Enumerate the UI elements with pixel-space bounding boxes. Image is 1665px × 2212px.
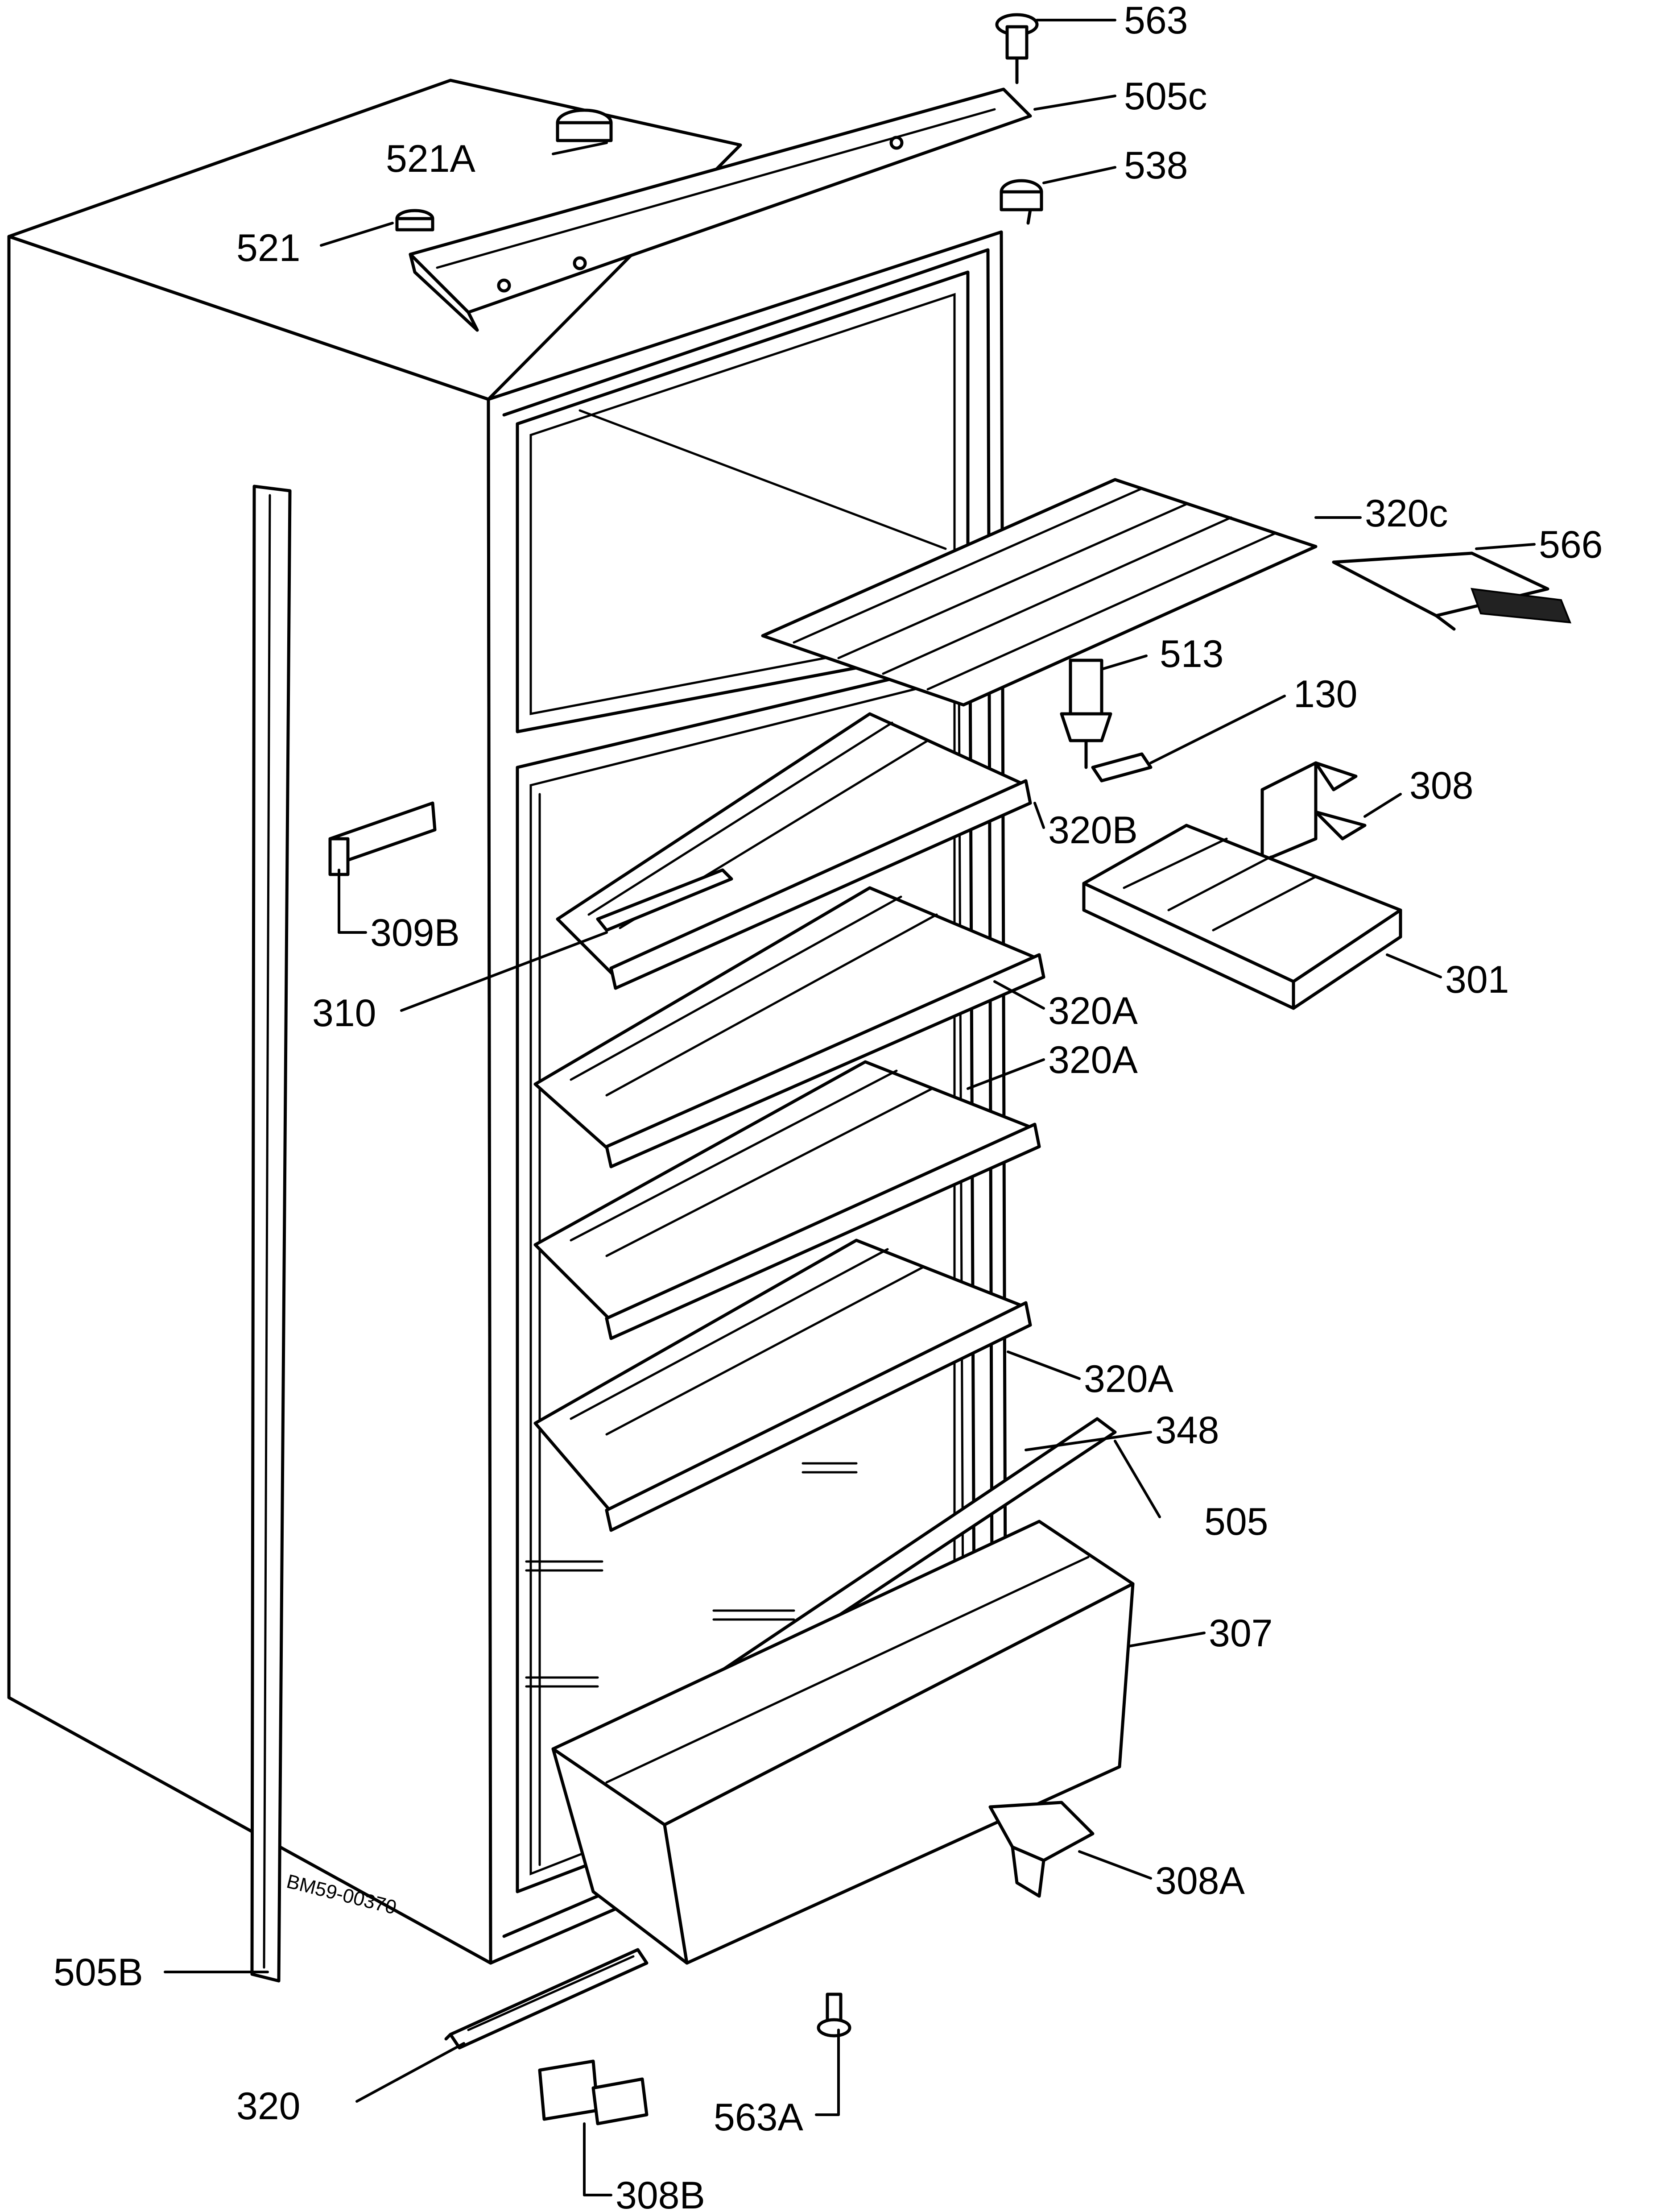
label-513: 513 bbox=[1160, 633, 1224, 675]
part-320a-shelf-1 bbox=[533, 886, 1045, 1168]
label-308: 308 bbox=[1409, 764, 1474, 807]
label-307: 307 bbox=[1209, 1612, 1273, 1655]
part-320c-freezer-shelf bbox=[761, 478, 1318, 707]
label-563: 563 bbox=[1124, 0, 1188, 42]
label-320: 320 bbox=[236, 2085, 301, 2128]
part-521a-cap bbox=[556, 108, 613, 142]
label-301: 301 bbox=[1445, 958, 1509, 1001]
label-320c: 320c bbox=[1365, 492, 1448, 535]
part-505c-top-hinge-strip bbox=[409, 87, 1032, 332]
part-320a-shelf-2 bbox=[533, 1060, 1041, 1340]
part-320a-shelf-3 bbox=[533, 1239, 1032, 1532]
glass-reflection-marks bbox=[525, 1462, 858, 1688]
part-308a-bottom-hinge bbox=[988, 1801, 1095, 1898]
label-308b: 308B bbox=[616, 2174, 705, 2212]
label-521a: 521A bbox=[386, 137, 475, 180]
part-307-crisper-drawer bbox=[551, 1520, 1135, 1965]
part-505b-door-strip bbox=[250, 485, 292, 1983]
label-521: 521 bbox=[236, 227, 301, 269]
part-566-scraper bbox=[1332, 551, 1572, 631]
part-310-shelf-rail bbox=[596, 868, 733, 932]
part-130-plate bbox=[1091, 752, 1153, 783]
label-320a-2: 320A bbox=[1048, 1039, 1138, 1081]
label-348: 348 bbox=[1155, 1409, 1219, 1452]
part-320b-shelf bbox=[556, 712, 1032, 990]
label-505b: 505B bbox=[54, 1951, 143, 1994]
label-310: 310 bbox=[312, 992, 376, 1035]
part-301-ice-tray bbox=[1082, 824, 1402, 1010]
label-320a-1: 320A bbox=[1048, 990, 1138, 1032]
label-320b: 320B bbox=[1048, 809, 1138, 852]
part-labels: 563 505c 521A 538 521 320c 566 513 130 3… bbox=[54, 0, 1603, 2212]
label-130: 130 bbox=[1293, 673, 1358, 716]
label-538: 538 bbox=[1124, 144, 1188, 187]
label-308a: 308A bbox=[1155, 1860, 1245, 1902]
part-521-plug bbox=[395, 209, 434, 232]
label-309b: 309B bbox=[370, 911, 460, 954]
part-308-hinge-bracket bbox=[1260, 761, 1367, 863]
label-320a-3: 320A bbox=[1084, 1358, 1173, 1400]
leader-lines bbox=[164, 19, 1536, 2196]
part-563-screw-cap bbox=[995, 13, 1039, 84]
part-513-thermostat-knob bbox=[1060, 659, 1112, 769]
part-320-toe-grille bbox=[444, 1948, 649, 2050]
label-505c: 505c bbox=[1124, 75, 1207, 118]
label-563a: 563A bbox=[714, 2096, 803, 2139]
label-505: 505 bbox=[1204, 1500, 1268, 1543]
part-308b-bottom-bracket bbox=[538, 2059, 649, 2125]
part-538-cap bbox=[1000, 179, 1043, 225]
part-563a-adjustable-foot bbox=[817, 1992, 851, 2038]
label-566: 566 bbox=[1539, 523, 1603, 566]
